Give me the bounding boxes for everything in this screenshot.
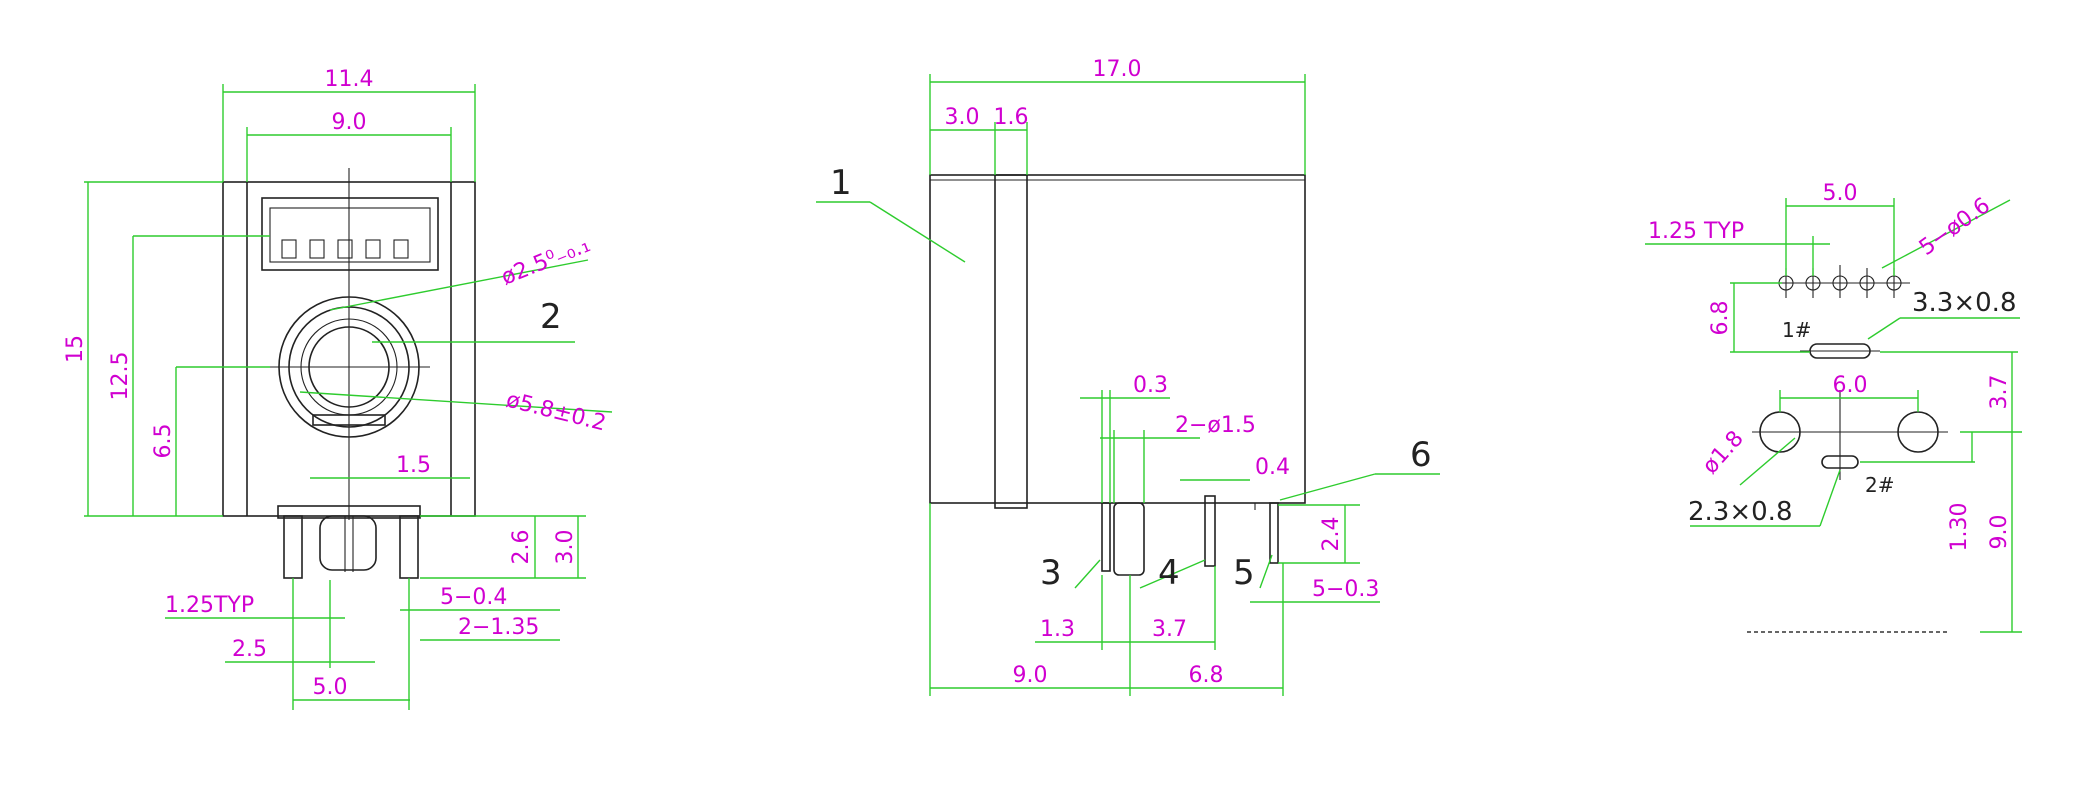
dim-front-depth: 3.0 — [945, 105, 980, 130]
pcb-layout-outline — [1747, 265, 1948, 633]
dim-pin-thickness-b: 0.4 — [1255, 455, 1290, 480]
dim-pitch-typ: 1.25TYP — [165, 593, 254, 618]
dim-boss-diameter: ø1.8 — [1698, 426, 1749, 479]
dim-offset-b-pcb: 1.30 — [1947, 503, 1972, 552]
pin-mark-1: 1# — [1782, 318, 1811, 342]
dim-width-inner: 9.0 — [332, 110, 367, 135]
callout-6: 6 — [1410, 435, 1432, 475]
callout-2: 2 — [540, 297, 562, 337]
dim-pin-length-b: 3.0 — [553, 530, 578, 565]
dim-flange-depth: 1.6 — [994, 105, 1029, 130]
dim-row-distance: 6.8 — [1708, 301, 1733, 336]
front-view-outline — [222, 168, 476, 579]
dim-hole-count-diameter: 5−ø0.6 — [1915, 193, 1995, 261]
dim-pin-span: 5.0 — [1823, 181, 1858, 206]
side-view-outline — [929, 174, 1306, 576]
dim-depth: 9.0 — [1987, 515, 2012, 550]
dim-offset-b: 3.7 — [1152, 617, 1187, 642]
side-view-dimension-lines — [816, 74, 1440, 696]
dim-length-overall: 17.0 — [1093, 57, 1142, 82]
dim-pin-width: 5−0.3 — [1312, 577, 1379, 602]
front-view: 11.4 9.0 15 12.5 6.5 1.5 2.6 3.0 1.25TYP… — [63, 67, 613, 710]
dim-slot-2: 2.3×0.8 — [1688, 497, 1792, 527]
dim-height-overall: 15 — [63, 335, 88, 363]
dim-pitch-typ-pcb: 1.25 TYP — [1648, 219, 1744, 244]
pcb-layout-dimension-lines — [1645, 198, 2022, 633]
dim-slot-1: 3.3×0.8 — [1912, 288, 2016, 318]
pcb-layout: 5.0 1.25 TYP 5−ø0.6 3.3×0.8 2.3×0.8 1# 2… — [1645, 181, 2022, 633]
dim-offset-a-pcb: 3.7 — [1987, 375, 2012, 410]
dim-boss-spacing: 6.0 — [1833, 373, 1868, 398]
dim-height-top: 12.5 — [108, 352, 133, 401]
dim-pin-span-a: 2.5 — [232, 637, 267, 662]
dim-position-a: 9.0 — [1013, 663, 1048, 688]
dim-pin-span-b: 5.0 — [313, 675, 348, 700]
dim-pin-thickness: 5−0.4 — [440, 585, 507, 610]
pin-mark-2: 2# — [1865, 473, 1894, 497]
front-view-labels: 11.4 9.0 15 12.5 6.5 1.5 2.6 3.0 1.25TYP… — [63, 67, 608, 700]
dim-pin-count-width: 2−1.35 — [458, 615, 539, 640]
front-view-dimension-lines — [84, 84, 613, 710]
dim-outer-diameter: ø5.8±0.2 — [504, 388, 609, 437]
dim-position-b: 6.8 — [1189, 663, 1224, 688]
callout-3: 3 — [1040, 553, 1062, 593]
side-view-labels: 17.0 3.0 1.6 0.3 2−ø1.5 0.4 2.4 5−0.3 1.… — [830, 57, 1432, 688]
dim-pin-thickness-a: 0.3 — [1133, 373, 1168, 398]
dim-pin-length: 2.4 — [1319, 517, 1344, 552]
dim-height-center: 6.5 — [151, 424, 176, 459]
dim-pin-length-a: 2.6 — [509, 530, 534, 565]
dim-width-overall: 11.4 — [325, 67, 374, 92]
pcb-layout-labels: 5.0 1.25 TYP 5−ø0.6 3.3×0.8 2.3×0.8 1# 2… — [1648, 181, 2016, 551]
callout-5: 5 — [1233, 553, 1255, 593]
callout-4: 4 — [1158, 553, 1180, 593]
dim-offset-a: 1.3 — [1040, 617, 1075, 642]
dim-center-pin-width: 1.5 — [396, 453, 431, 478]
callout-1: 1 — [830, 163, 852, 203]
dim-pin-diameter: 2−ø1.5 — [1175, 413, 1256, 438]
side-view: 17.0 3.0 1.6 0.3 2−ø1.5 0.4 2.4 5−0.3 1.… — [816, 57, 1440, 696]
